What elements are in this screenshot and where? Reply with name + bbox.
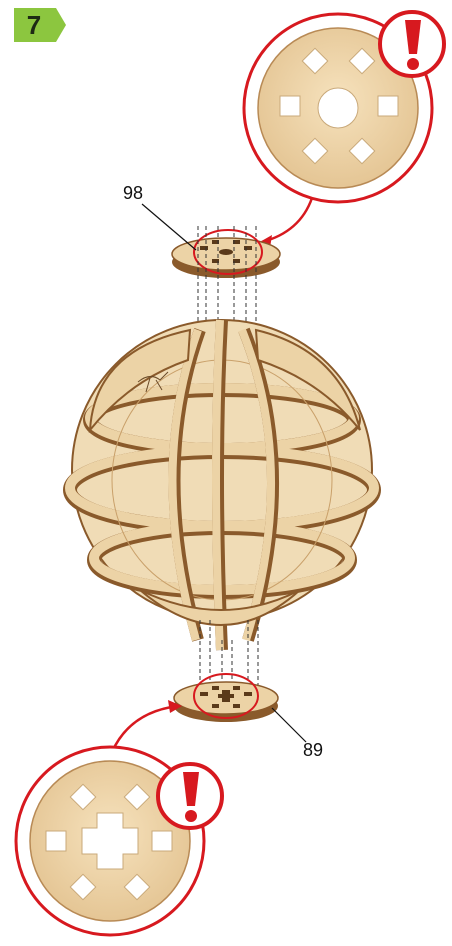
- part-label-bottom: 89: [303, 740, 323, 761]
- wooden-sphere: [70, 320, 374, 650]
- top-disc-zoom-callout: [244, 12, 444, 248]
- top-disc-part: [142, 204, 280, 278]
- bottom-disc-part: [174, 674, 306, 742]
- bottom-callout-arrow: [112, 706, 178, 752]
- label-98-leader: [142, 204, 196, 250]
- center-hole: [318, 88, 358, 128]
- top-callout-arrow: [262, 198, 312, 242]
- step-number: 7: [14, 8, 54, 42]
- bottom-disc-zoom-callout: [16, 700, 222, 935]
- part-label-top: 98: [123, 183, 143, 204]
- label-89-leader: [272, 708, 306, 742]
